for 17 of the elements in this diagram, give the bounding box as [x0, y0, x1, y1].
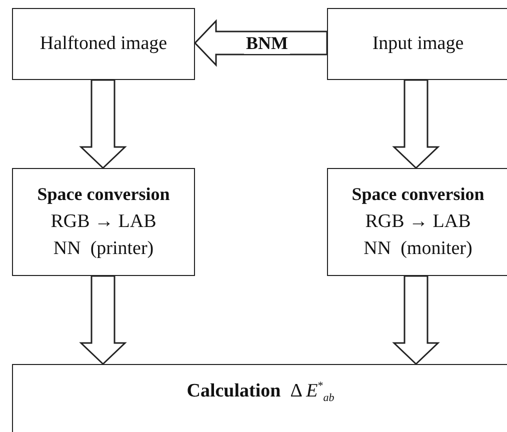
hollow-arrow — [79, 275, 127, 366]
box-text: NN (printer) — [53, 237, 154, 262]
calculation-box — [12, 364, 507, 432]
box-heading: Space conversion — [352, 183, 484, 206]
process-box — [12, 8, 195, 80]
box-text: Halftoned image — [40, 32, 168, 56]
box-text: NN (moniter) — [364, 237, 472, 262]
box-text: Input image — [372, 32, 464, 56]
process-box — [12, 168, 195, 276]
hollow-arrow — [79, 79, 127, 170]
hollow-arrow — [392, 79, 440, 170]
box-text: RGB → LAB — [365, 210, 471, 234]
hollow-arrow — [392, 275, 440, 366]
process-box — [327, 168, 507, 276]
box-text: RGB → LAB — [50, 210, 156, 234]
process-box — [327, 8, 507, 80]
box-heading: Space conversion — [37, 183, 170, 206]
